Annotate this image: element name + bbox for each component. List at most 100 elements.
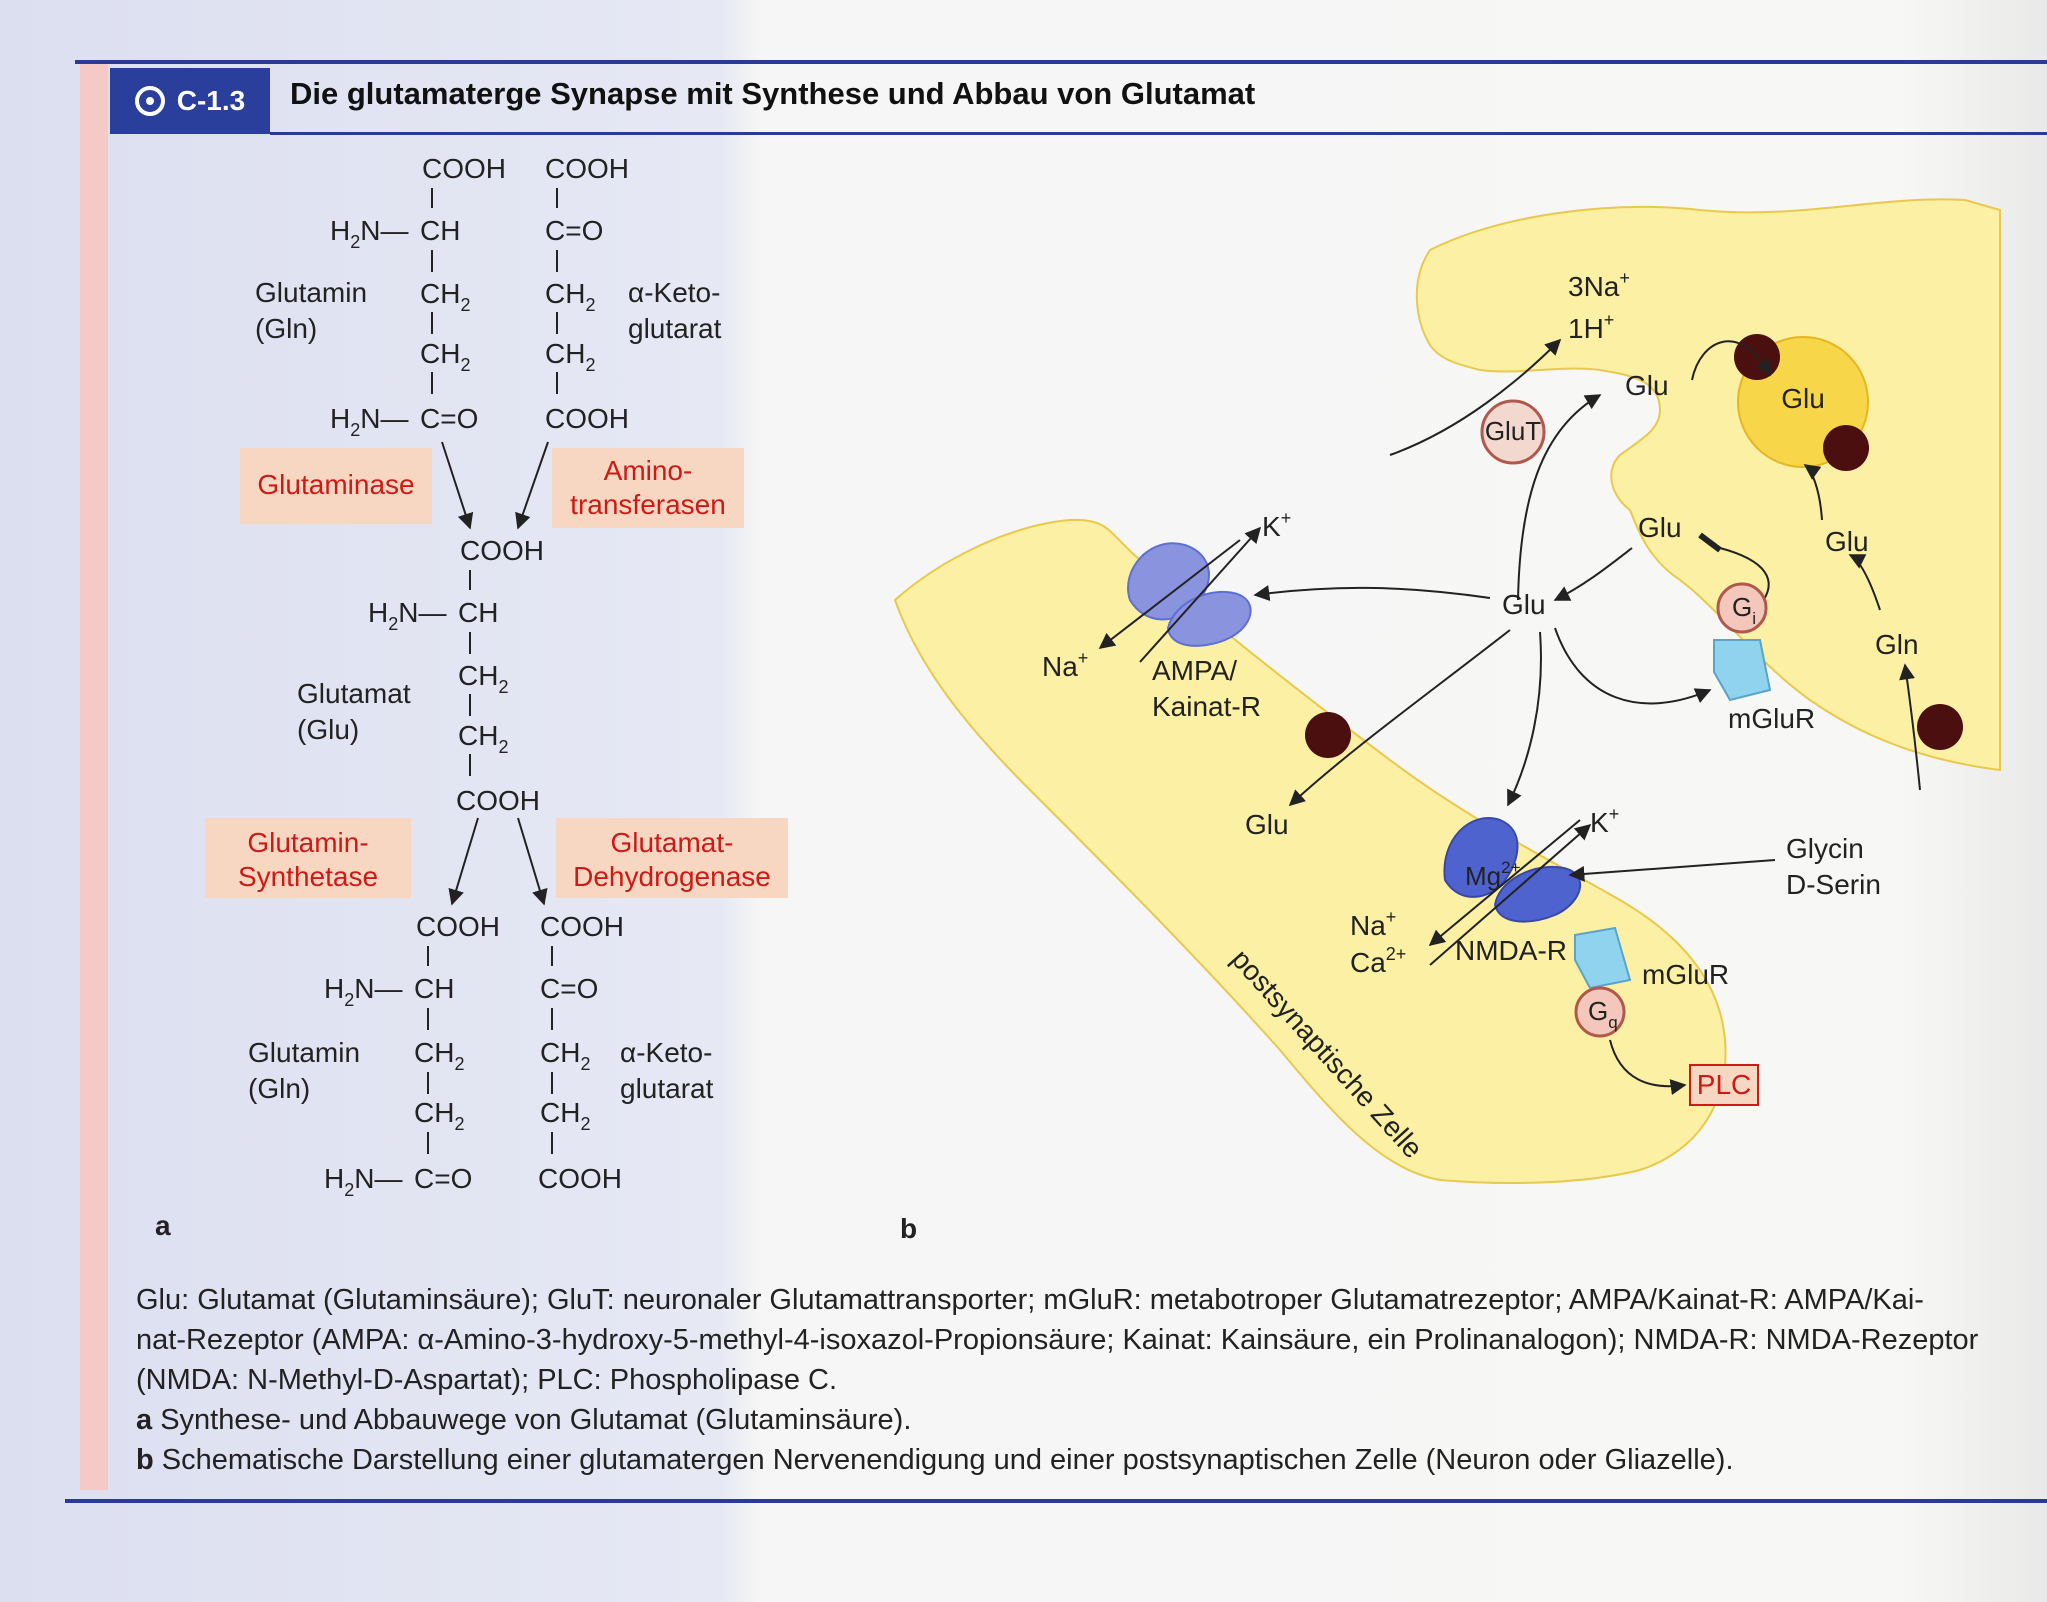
ch2-label: CH2 (545, 278, 595, 315)
ch2-label: CH2 (414, 1097, 464, 1134)
nmda-receptor (1428, 817, 1592, 966)
enzyme-label: Glutamin- (247, 827, 368, 858)
ion-label: 1H+ (1568, 310, 1614, 344)
enzyme-label: Synthetase (238, 861, 378, 892)
figure-side-bar (80, 60, 108, 1490)
molecule-name: α-Keto- (628, 277, 720, 308)
glu-arrow (1253, 585, 1491, 602)
mglur-label: mGluR (1642, 959, 1729, 990)
h2n-label: H2N— (368, 597, 446, 634)
carbonyl-label: C=O (420, 403, 478, 434)
enzyme-glutaminase: Glutaminase (240, 448, 432, 524)
figure-title: Die glutamaterge Synapse mit Synthese un… (290, 76, 1256, 111)
cooh-label: COOH (460, 535, 544, 566)
enzyme-label: Glutamat- (611, 827, 734, 858)
molecule-glutamin-bottom: COOH H2N— CH CH2 CH2 H2N— C=O Glutamin (… (248, 911, 500, 1200)
ch-label: CH (414, 973, 454, 1004)
mg-label: Mg2+ (1465, 858, 1521, 891)
uptake-arrow (1517, 394, 1602, 601)
vesicle-arrow (1691, 340, 1771, 381)
ion-arrow (1428, 819, 1581, 947)
panel-b: Glu GluT 3Na+ 1H+ Glu Gln Glu Glu Glu Gi… (893, 198, 2001, 1244)
ch2-label: CH2 (540, 1037, 590, 1074)
molecule-ketoglutarat-top: COOH C=O CH2 CH2 COOH α-Keto- glutarat (545, 153, 722, 434)
header-underline (270, 132, 2047, 135)
mglur-receptor-icon (1713, 639, 1772, 702)
carbonyl-label: C=O (414, 1163, 472, 1194)
transporter-dot (1823, 425, 1869, 471)
transporter-dot (1917, 704, 1963, 750)
molecule-name: glutarat (628, 313, 722, 344)
panel-a-label: a (155, 1210, 171, 1241)
glu-arrow (1288, 629, 1511, 807)
k-ion-label: K+ (1262, 508, 1291, 542)
k-ion-label: K+ (1590, 804, 1619, 838)
carbonyl-label: C=O (545, 215, 603, 246)
glu-label: Glu (1625, 370, 1669, 401)
ch2-label: CH2 (540, 1097, 590, 1134)
h2n-label: H2N— (324, 1163, 402, 1200)
mglur-label: mGluR (1728, 703, 1815, 734)
ch2-label: CH2 (458, 720, 508, 757)
glu-label: Glu (1245, 809, 1289, 840)
vesicle-arrow (1803, 464, 1823, 521)
ch2-label: CH2 (545, 338, 595, 375)
figure-number: C-1.3 (176, 85, 246, 116)
ch2-label: CH2 (420, 338, 470, 375)
caption-line: nat-Rezeptor (AMPA: α-Amino-3-hydroxy-5-… (136, 1324, 1979, 1356)
glut-transporter (1480, 399, 1546, 465)
na-ion-label: Na+ (1042, 648, 1088, 682)
panel-b-label: b (900, 1213, 917, 1244)
figure-bottom-rule (65, 1499, 2047, 1503)
enzyme-label: Glutaminase (257, 469, 414, 500)
glu-label: Glu (1825, 526, 1869, 557)
gq-protein (1574, 986, 1626, 1038)
ampa-receptor (1098, 526, 1262, 663)
ion-arrow (1429, 823, 1592, 966)
enzyme-glutamat-dehydrogenase: Glutamat- Dehydrogenase (556, 818, 788, 898)
target-icon (134, 86, 165, 116)
enzyme-glutamin-synthetase: Glutamin- Synthetase (205, 818, 411, 898)
h2n-label: H2N— (330, 403, 408, 440)
figure-top-rule (75, 60, 2047, 64)
ch-label: CH (420, 215, 460, 246)
h2n-label: H2N— (330, 215, 408, 252)
molecule-name: Glutamin (248, 1037, 360, 1068)
ion-arrow (1389, 338, 1562, 456)
ion-label: 3Na+ (1568, 268, 1630, 302)
conversion-arrow (1848, 554, 1881, 611)
glu-arrow (1554, 627, 1712, 705)
postsynaptic-cell (893, 518, 1727, 1184)
cooh-label: COOH (456, 785, 540, 816)
gi-label: Gi (1732, 592, 1756, 628)
glu-label: Glu (1502, 589, 1546, 620)
glu-label: Glu (1781, 383, 1825, 414)
gln-label: Gln (1875, 629, 1919, 660)
ch2-label: CH2 (414, 1037, 464, 1074)
ion-arrow (1098, 539, 1241, 649)
cooh-label: COOH (540, 911, 624, 942)
gi-protein (1716, 582, 1768, 634)
molecule-name: α-Keto- (620, 1037, 712, 1068)
gln-arrow (1899, 663, 1921, 791)
molecule-abbr: (Gln) (248, 1073, 310, 1104)
reaction-arrow (448, 817, 479, 906)
enzyme-label: Dehydrogenase (573, 861, 771, 892)
caption-line-b: b Schematische Darstellung einer glutama… (136, 1444, 1734, 1476)
figure-badge: C-1.3 (110, 68, 270, 134)
caption-line-a: a Synthese- und Abbauwege von Glutamat (… (136, 1404, 912, 1436)
molecule-abbr: (Glu) (297, 714, 359, 745)
caption-line: (NMDA: N-Methyl-D-Aspartat); PLC: Phosph… (136, 1364, 838, 1396)
cooh-label: COOH (538, 1163, 622, 1194)
molecule-glutamat: COOH H2N— CH CH2 CH2 COOH Glutamat (Glu) (297, 535, 544, 816)
ampa-label: AMPA/ (1152, 655, 1237, 686)
molecule-ketoglutarat-bottom: COOH C=O CH2 CH2 COOH α-Keto- glutarat (538, 911, 714, 1194)
panel-a: COOH H2N— CH CH2 CH2 H2N— C=O Glutamin (… (155, 153, 788, 1241)
enzyme-aminotransferasen: Amino- transferasen (552, 448, 744, 528)
dserin-label: D-Serin (1786, 869, 1881, 900)
molecule-name: Glutamin (255, 277, 367, 308)
inhibition-bar (1698, 532, 1722, 553)
na-ion-label: Na+ (1350, 907, 1396, 941)
release-arrow (1553, 547, 1633, 601)
glu-label: Glu (1638, 512, 1682, 543)
